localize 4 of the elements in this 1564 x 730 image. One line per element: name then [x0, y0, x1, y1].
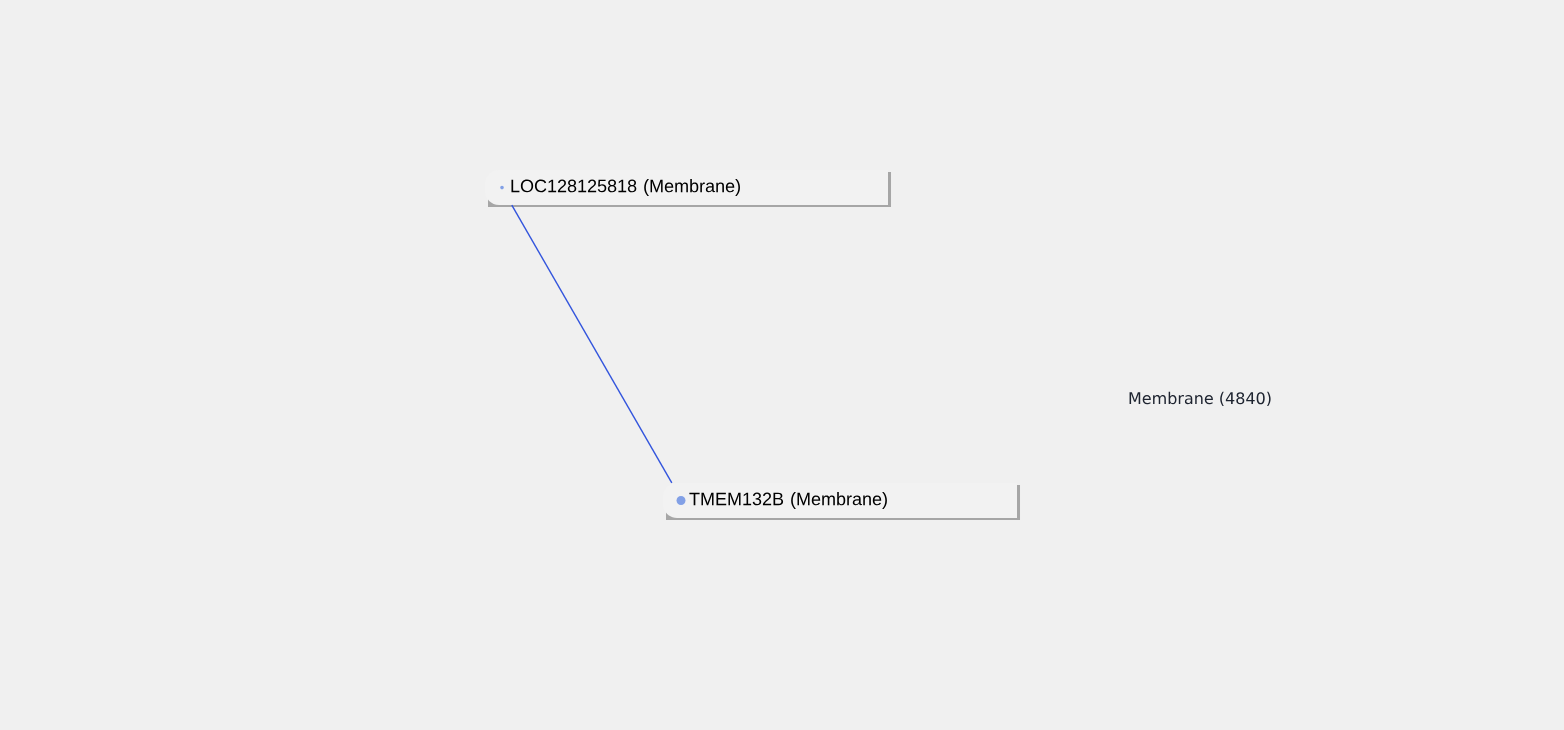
- connector-line: [511, 204, 673, 484]
- group-label: Membrane (4840): [1129, 391, 1271, 407]
- label-box: TMEM132B (Membrane): [663, 483, 1020, 520]
- label-box: LOC128125818 (Membrane): [485, 170, 891, 207]
